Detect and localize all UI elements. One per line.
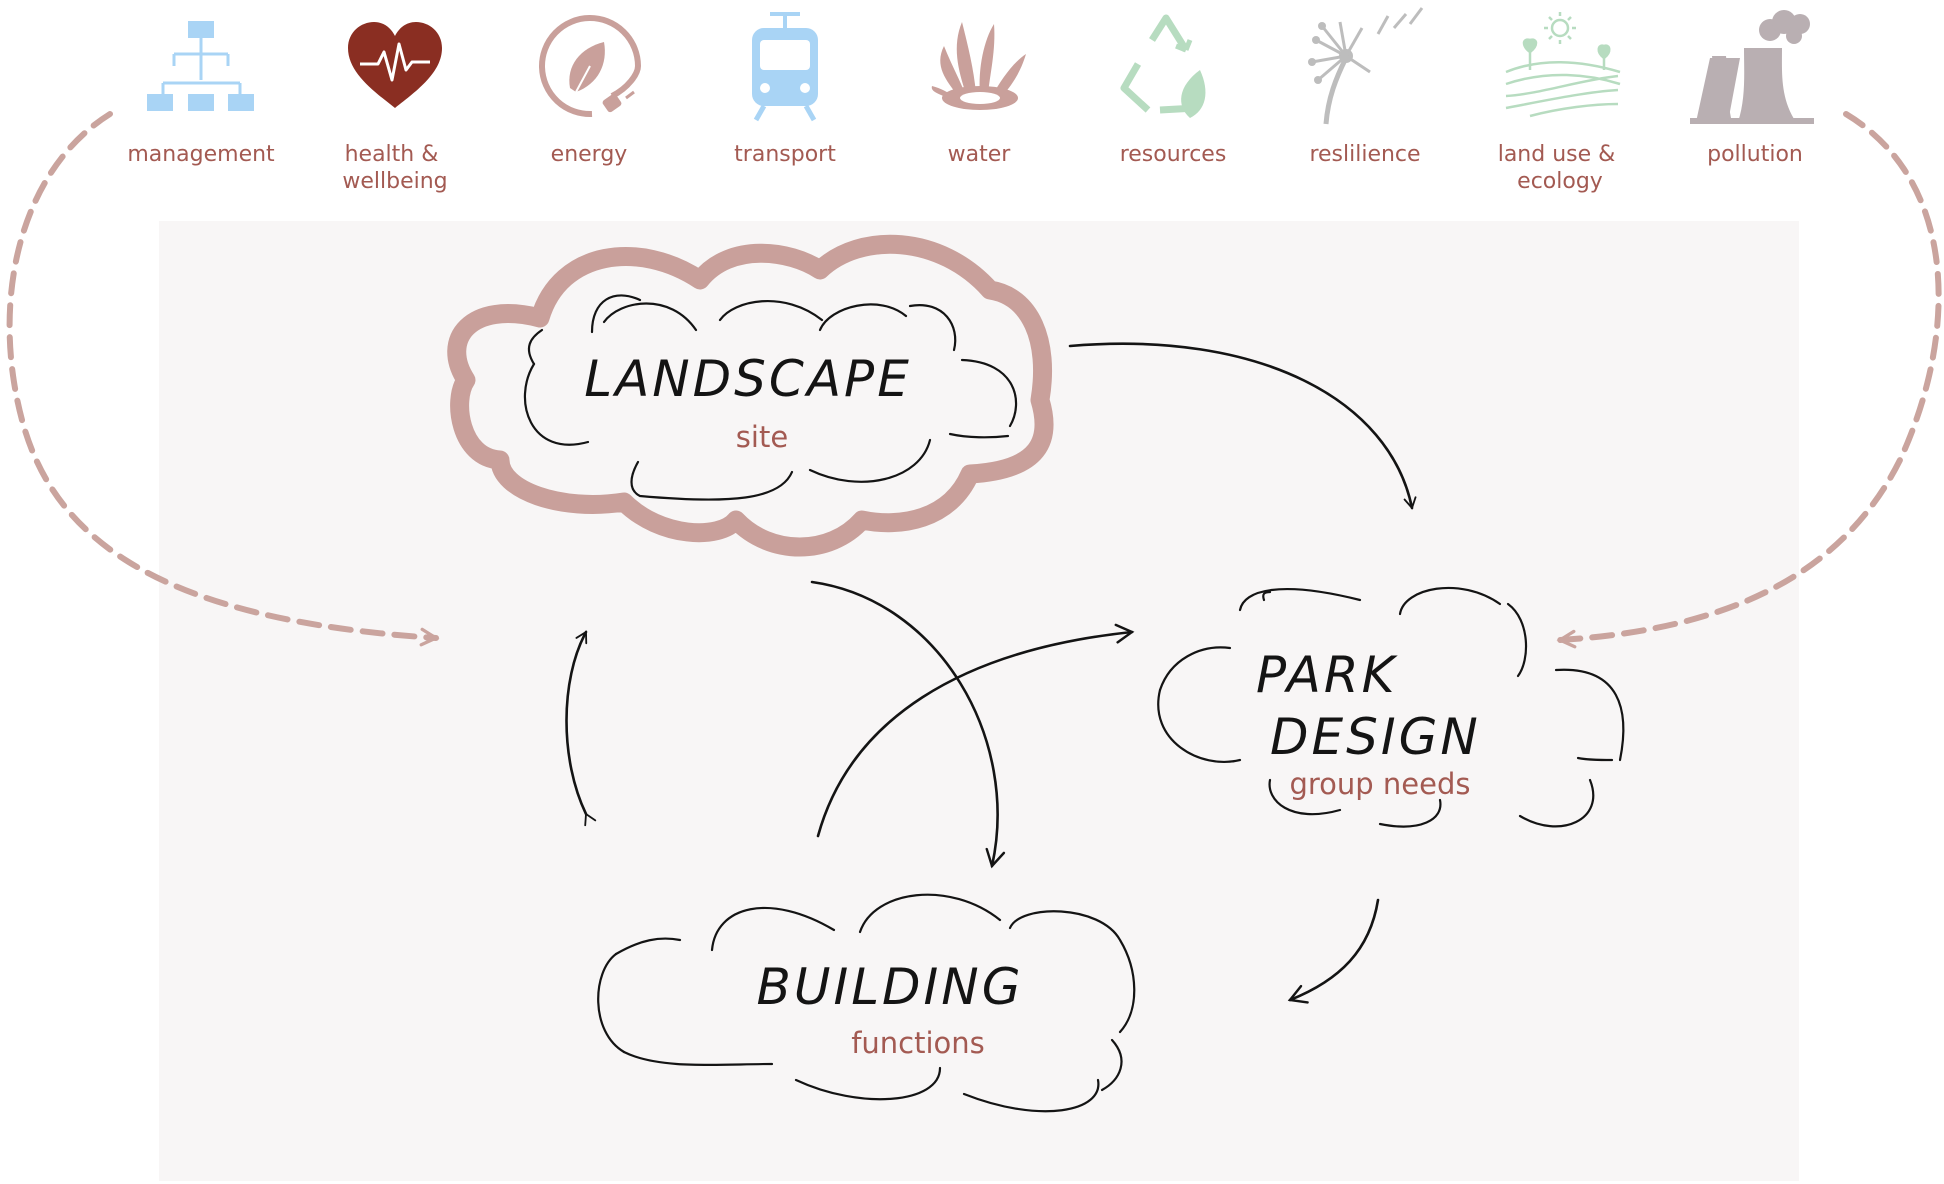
node-building: BUILDING functions	[597, 893, 1136, 1113]
category-management: management	[127, 21, 275, 167]
park-design-subtitle: group needs	[1289, 767, 1470, 801]
building-subtitle: functions	[851, 1026, 985, 1060]
heart-pulse-icon	[348, 22, 442, 108]
park-ink-cloud	[1157, 586, 1625, 828]
landscape-subtitle: site	[736, 420, 788, 454]
recycle-icon	[1120, 14, 1206, 118]
category-label-water: water	[948, 142, 1012, 167]
category-label-health-wellbeing: health & wellbeing	[342, 142, 447, 194]
diagram-panel	[159, 221, 1799, 1181]
building-title: BUILDING	[757, 958, 1024, 1016]
category-energy: energy	[539, 15, 642, 167]
category-label-pollution: pollution	[1707, 142, 1803, 167]
category-label-transport: transport	[734, 142, 836, 167]
category-resilience: reslilience	[1308, 7, 1424, 167]
park-design-title: PARK DESIGN	[1256, 646, 1481, 766]
arrow-building-to-park	[816, 623, 1135, 838]
tram-icon	[752, 12, 818, 122]
node-park-design: PARK DESIGN group needs	[1157, 586, 1625, 828]
category-label-land-use-ecology: land use & ecology	[1498, 142, 1623, 194]
arrow-landscape-to-building	[810, 580, 1006, 869]
landscape-ink-cloud	[523, 294, 1018, 501]
category-resources: resources	[1120, 14, 1227, 167]
dashed-arrow-left	[6, 111, 440, 647]
category-label-resources: resources	[1120, 142, 1227, 167]
dashed-arrow-right	[1556, 111, 1942, 649]
dandelion-icon	[1308, 7, 1424, 125]
arrow-landscape-building-bidirectional	[565, 630, 597, 827]
category-label-resilience: reslilience	[1309, 142, 1420, 167]
category-water: water	[931, 22, 1026, 167]
factory-smoke-icon	[1690, 10, 1814, 124]
org-chart-icon	[147, 21, 254, 111]
building-ink-cloud	[597, 893, 1136, 1113]
landscape-icon	[1505, 12, 1621, 118]
category-pollution: pollution	[1690, 10, 1814, 167]
category-label-energy: energy	[551, 142, 628, 167]
water-splash-icon	[931, 22, 1026, 110]
landscape-highlight-cloud	[447, 234, 1054, 557]
energy-leaf-plug-icon	[539, 15, 642, 118]
landscape-title: LANDSCAPE	[584, 350, 912, 408]
ink-arrows	[565, 342, 1417, 1004]
category-land-use-ecology: land use & ecology	[1498, 12, 1623, 194]
category-transport: transport	[734, 12, 836, 167]
arrow-park-to-building	[1287, 898, 1380, 1004]
category-label-management: management	[127, 142, 275, 167]
category-health-wellbeing: health & wellbeing	[342, 22, 448, 194]
arrow-landscape-to-park	[1068, 342, 1417, 510]
node-landscape: LANDSCAPE site	[447, 234, 1054, 557]
